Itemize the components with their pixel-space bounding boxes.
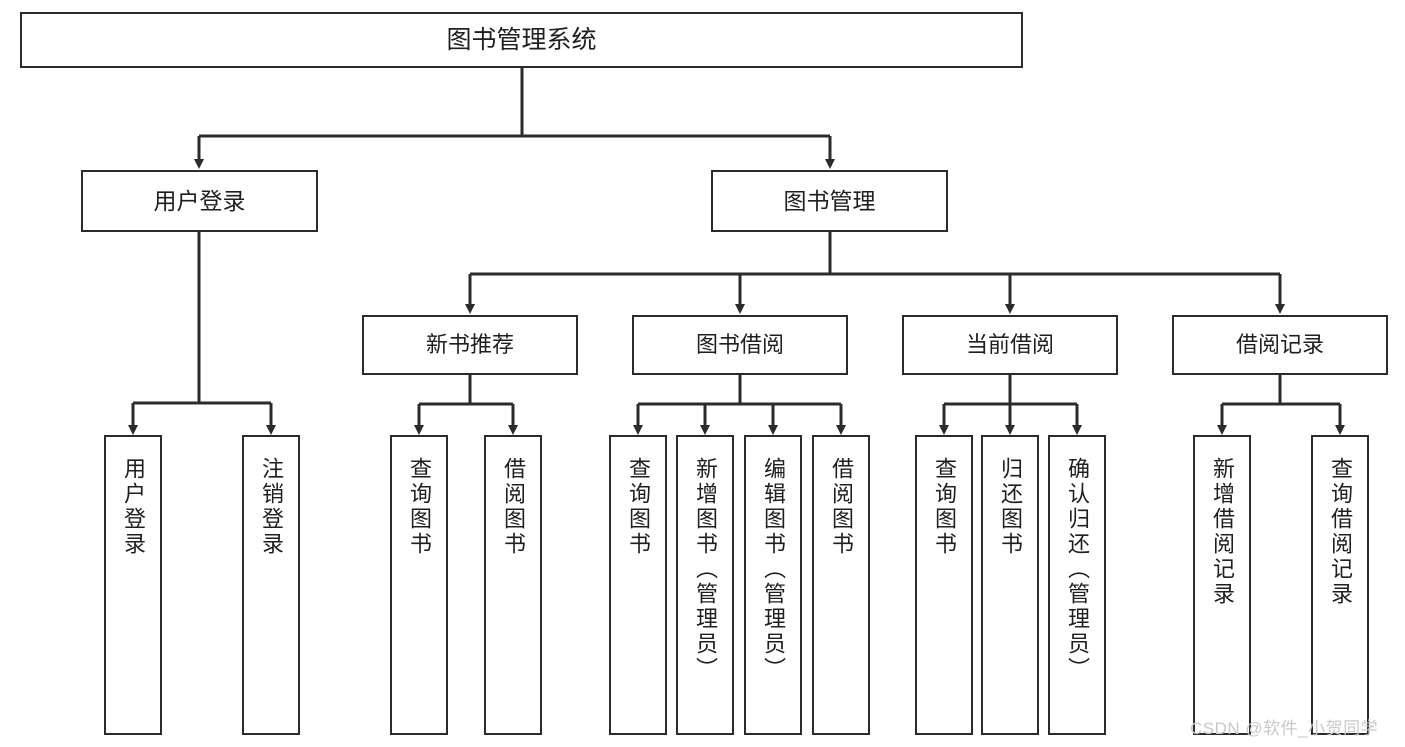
leaf-current-query-book[interactable]: 查询图书	[915, 435, 973, 735]
node-current-borrow[interactable]: 当前借阅	[902, 315, 1118, 375]
node-label: 当前借阅	[965, 332, 1054, 358]
node-label: 借阅图书	[501, 457, 526, 557]
leaf-recommend-borrow-book[interactable]: 借阅图书	[484, 435, 542, 735]
node-label: 新书推荐	[425, 332, 514, 358]
leaf-current-confirm-return-admin[interactable]: 确认归还（管理员）	[1048, 435, 1106, 735]
leaf-borrow-add-book-admin[interactable]: 新增图书（管理员）	[676, 435, 734, 735]
leaf-recommend-query-book[interactable]: 查询图书	[390, 435, 448, 735]
node-user-login[interactable]: 用户登录	[81, 170, 318, 232]
node-label: 图书借阅	[695, 332, 784, 358]
node-label: 图书管理系统	[446, 25, 597, 54]
node-new-book-recommend[interactable]: 新书推荐	[362, 315, 578, 375]
node-label: 新增借阅记录	[1210, 457, 1235, 607]
node-label: 新增图书（管理员）	[693, 457, 718, 682]
node-label: 借阅图书	[829, 457, 854, 557]
leaf-borrow-edit-book-admin[interactable]: 编辑图书（管理员）	[744, 435, 802, 735]
node-label: 查询图书	[407, 457, 432, 557]
leaf-record-query-record[interactable]: 查询借阅记录	[1311, 435, 1369, 735]
node-label: 查询图书	[626, 457, 651, 557]
node-label: 编辑图书（管理员）	[761, 457, 786, 682]
node-label: 查询图书	[932, 457, 957, 557]
node-label: 查询借阅记录	[1328, 457, 1353, 607]
leaf-current-return-book[interactable]: 归还图书	[981, 435, 1039, 735]
node-label: 归还图书	[998, 457, 1023, 557]
node-label: 用户登录	[121, 457, 146, 557]
leaf-user-login-login[interactable]: 用户登录	[104, 435, 162, 735]
node-book-management[interactable]: 图书管理	[711, 170, 948, 232]
leaf-record-add-record[interactable]: 新增借阅记录	[1193, 435, 1251, 735]
node-label: 借阅记录	[1235, 332, 1324, 358]
node-label: 用户登录	[153, 187, 246, 214]
node-label: 图书管理	[783, 187, 876, 214]
csdn-watermark: CSDN @软件_小贺同学	[1190, 719, 1379, 738]
node-label: 注销登录	[259, 457, 284, 557]
node-root-system[interactable]: 图书管理系统	[20, 12, 1023, 68]
leaf-borrow-query-book[interactable]: 查询图书	[609, 435, 667, 735]
node-borrow-record[interactable]: 借阅记录	[1172, 315, 1388, 375]
leaf-borrow-borrow-book[interactable]: 借阅图书	[812, 435, 870, 735]
node-label: 确认归还（管理员）	[1065, 457, 1090, 682]
leaf-user-login-logout[interactable]: 注销登录	[242, 435, 300, 735]
node-book-borrow[interactable]: 图书借阅	[632, 315, 848, 375]
